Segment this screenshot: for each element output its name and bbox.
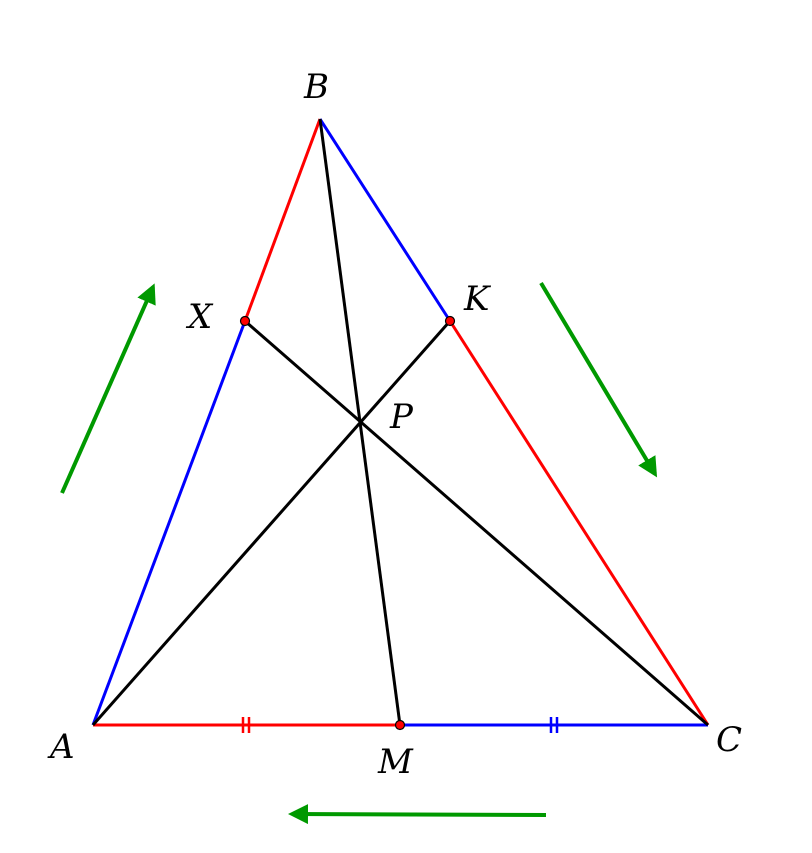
label-P: P [389, 397, 414, 437]
label-M: M [377, 742, 414, 782]
point-K [444, 315, 456, 327]
segment-KC [448, 320, 710, 726]
label-X: X [185, 297, 214, 337]
cevian-AK [91, 320, 452, 726]
label-A: A [47, 727, 75, 767]
label-K: K [463, 279, 492, 319]
cevian-BM [318, 118, 402, 726]
point-X [239, 315, 251, 327]
label-B: B [303, 67, 329, 107]
segment-XB [243, 118, 322, 322]
segment-AX [91, 320, 247, 726]
label-C: C [716, 720, 742, 760]
cevian-CX [244, 319, 709, 727]
point-M [394, 719, 406, 731]
equal-tick-MC [549, 717, 559, 733]
arrow-left-up [60, 283, 156, 494]
segment-BK [318, 118, 452, 322]
equal-tick-AM [241, 717, 251, 733]
arrow-bottom-left [288, 804, 547, 825]
arrow-right-down [539, 281, 658, 478]
